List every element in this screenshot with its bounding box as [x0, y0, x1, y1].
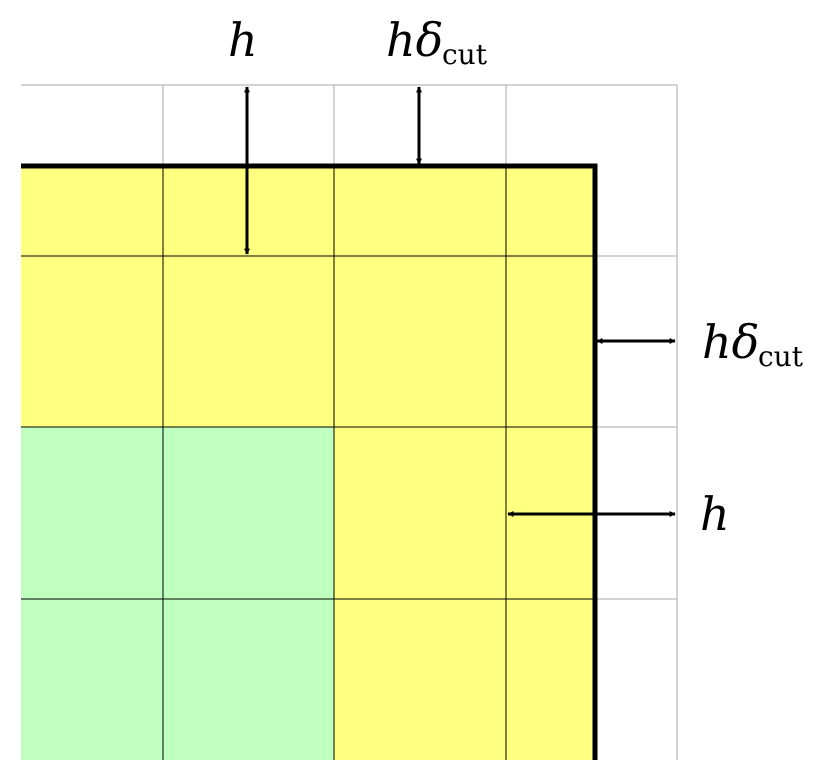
- cell-yellow-cut: [506, 166, 595, 256]
- grid-lines-inside: [21, 166, 595, 760]
- cell-fills: [21, 166, 595, 760]
- cell-yellow: [21, 256, 163, 427]
- cell-yellow-cut: [506, 256, 595, 427]
- svg-text:cut: cut: [758, 340, 804, 373]
- cell-green: [21, 427, 163, 599]
- cell-yellow: [334, 256, 506, 427]
- label-right-hdelta: hδ cut: [702, 315, 804, 373]
- svg-text:h: h: [228, 13, 258, 67]
- label-right-h: h: [700, 487, 730, 541]
- label-top-hdelta: hδ cut: [386, 13, 488, 71]
- svg-text:hδ: hδ: [386, 13, 443, 67]
- label-top-h: h: [228, 13, 258, 67]
- svg-text:h: h: [700, 487, 730, 541]
- cell-yellow: [334, 599, 506, 760]
- grid-lines-outside: [21, 84, 678, 760]
- svg-text:hδ: hδ: [702, 315, 759, 369]
- cell-yellow: [334, 166, 506, 256]
- cell-green: [21, 599, 163, 760]
- svg-text:cut: cut: [442, 38, 488, 71]
- cell-yellow: [163, 256, 334, 427]
- cell-green: [163, 427, 334, 599]
- domain-boundary: [21, 163, 598, 760]
- cell-yellow: [334, 427, 506, 599]
- dimension-arrows: [244, 86, 676, 517]
- cell-yellow-cut: [506, 599, 595, 760]
- cell-green: [163, 599, 334, 760]
- cell-yellow: [21, 166, 163, 256]
